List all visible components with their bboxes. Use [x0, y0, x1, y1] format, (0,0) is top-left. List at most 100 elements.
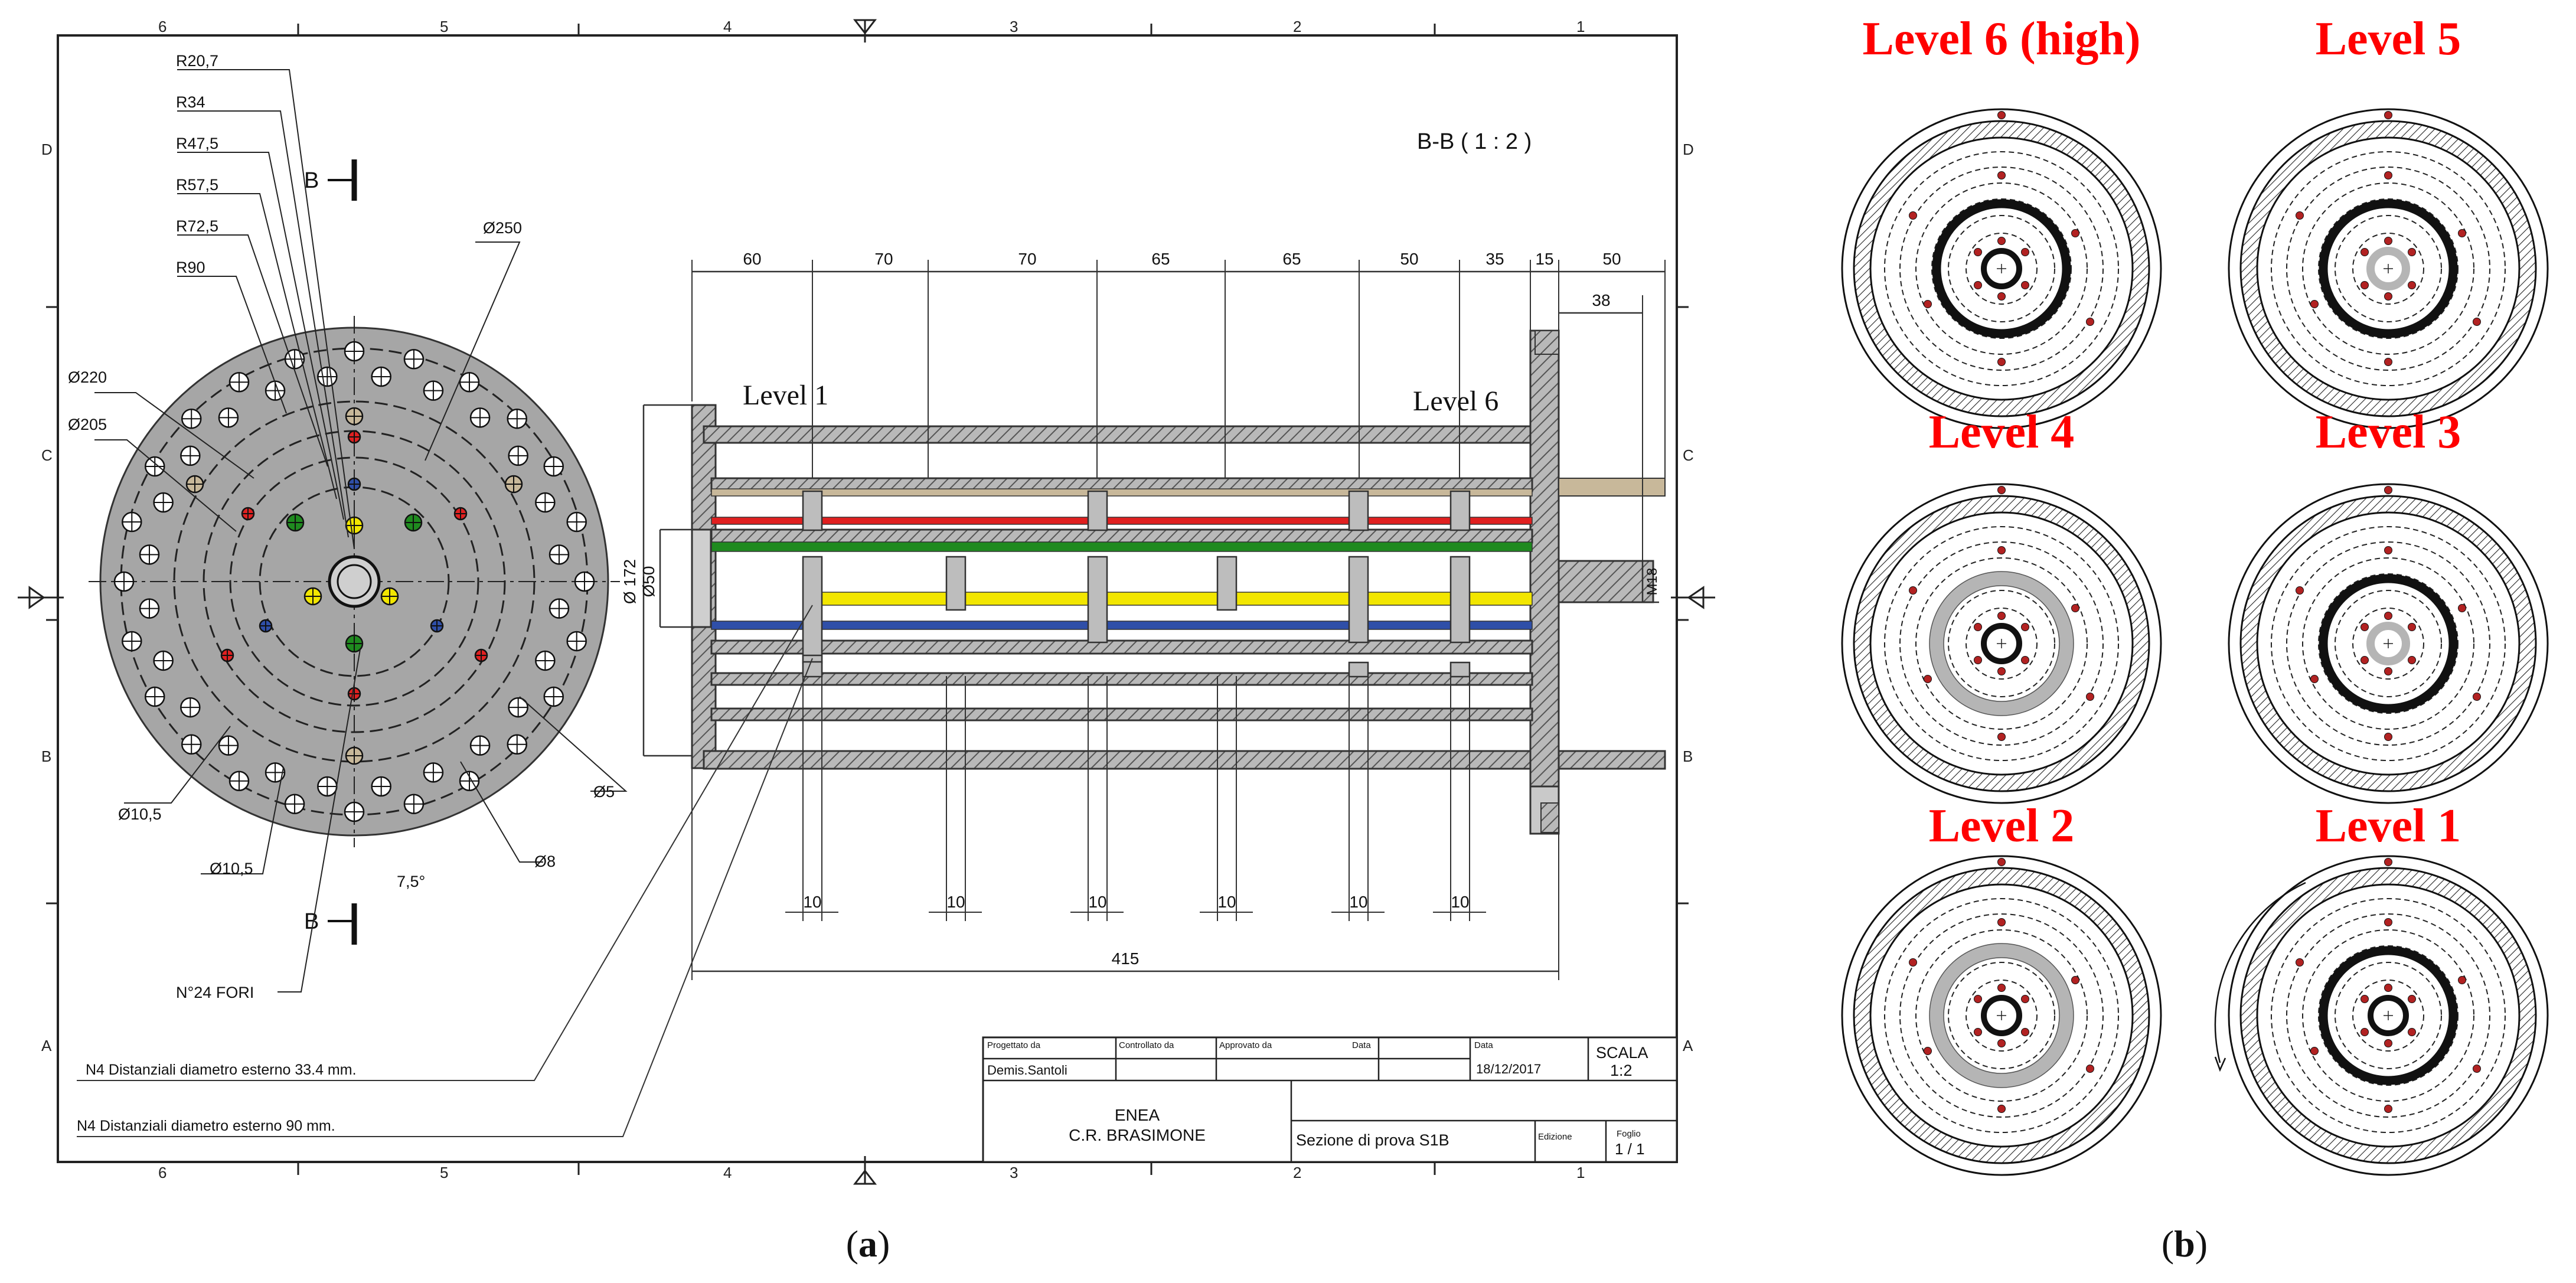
level-diagram-4: Level 4	[1841, 406, 2162, 804]
angle-label: 7,5°	[397, 873, 425, 890]
sheet-label: Foglio	[1617, 1129, 1641, 1139]
thermocouple-hole-6	[303, 587, 322, 606]
bolt-hole-24	[113, 571, 135, 592]
bolt-hole-14	[284, 794, 305, 814]
zone-row-right-2: B	[1683, 747, 1693, 765]
bolt-hole-46	[566, 511, 587, 533]
checked-by-label: Controllato da	[1119, 1040, 1174, 1050]
thermocouple-hole-15	[220, 648, 234, 662]
company-line-1: ENEA	[1115, 1106, 1160, 1124]
zone-col-bottom-3: 3	[1010, 1164, 1018, 1181]
radius-label-5: R90	[176, 259, 205, 276]
bolt-hole-47	[548, 544, 570, 565]
bolt-hole-7	[469, 735, 491, 756]
diameter-5-label: Ø5	[593, 783, 615, 801]
level-diagram-5: Level 5	[2228, 13, 2549, 429]
level-diagram-6: Level 6 (high)	[1841, 13, 2162, 429]
designer-name: Demis.Santoli	[987, 1063, 1067, 1078]
bolt-hole-1	[548, 598, 570, 619]
rod-level-4	[711, 541, 1533, 552]
approved-by-label: Approvato da	[1219, 1040, 1272, 1050]
zone-col-top-4: 2	[1293, 18, 1301, 35]
bolt-hole-42	[507, 408, 528, 429]
thermocouple-hole-12	[453, 507, 468, 521]
thermocouple-hole-3	[345, 516, 364, 535]
diameter-8-label: Ø8	[534, 853, 556, 870]
date-label-2: Data	[1474, 1040, 1493, 1050]
zone-col-top-3: 3	[1010, 18, 1018, 35]
level-6-label: Level 6	[1413, 386, 1498, 417]
top-dim-4: 65	[1282, 250, 1301, 268]
zone-col-top-1: 5	[440, 18, 448, 35]
level-diagram-3: Level 3	[2228, 406, 2549, 804]
rod-level-3	[821, 592, 1533, 606]
section-title: B-B ( 1 : 2 )	[1417, 129, 1532, 154]
rod-level-2	[711, 621, 1533, 630]
top-dim-5: 50	[1400, 250, 1418, 268]
designed-by-label: Progettato da	[987, 1040, 1041, 1050]
date-label-1: Data	[1352, 1040, 1371, 1050]
bolt-hole-26	[122, 511, 142, 533]
thermocouple-hole-13	[259, 619, 273, 633]
scale-label: SCALA	[1596, 1044, 1648, 1062]
thermocouple-hole-8	[345, 634, 364, 653]
bolt-hole-15	[265, 762, 286, 783]
bolt-hole-32	[228, 372, 250, 393]
bolt-hole-20	[145, 686, 165, 707]
level-title-1: Level 1	[2316, 800, 2461, 852]
zone-col-bottom-1: 5	[440, 1164, 448, 1181]
thread-m18-label: M18	[1644, 568, 1660, 596]
thermocouple-hole-18	[504, 475, 523, 494]
radius-label-4: R72,5	[176, 217, 218, 235]
side-section-view: 60 70 70 65 65 50 35 15 50 38 415 10 10 …	[77, 250, 1666, 1137]
radius-label-0: R20,7	[176, 52, 218, 70]
drawing-date: 18/12/2017	[1476, 1062, 1541, 1076]
radius-label-1: R34	[176, 93, 205, 111]
scale-value: 1:2	[1610, 1062, 1633, 1079]
spacer-dim-3: 10	[1217, 893, 1236, 911]
thermocouple-hole-11	[241, 507, 255, 521]
spacer-dim-2: 10	[1088, 893, 1106, 911]
zone-col-bottom-0: 6	[158, 1164, 166, 1181]
bolt-hole-10	[403, 794, 425, 814]
holes-count-label: N°24 FORI	[176, 984, 254, 1001]
sheet-number: 1 / 1	[1615, 1140, 1645, 1158]
title-block: Progettato da Controllato da Approvato d…	[982, 1036, 1678, 1163]
thermocouple-hole-10	[345, 746, 364, 765]
bolt-hole-4	[543, 686, 564, 707]
diameter-50-label: Ø50	[639, 566, 658, 598]
caption-a: (a)	[846, 1223, 890, 1265]
section-letter-top: B	[304, 168, 319, 193]
centring-marks	[18, 19, 1715, 1185]
section-cut-marker: B B	[304, 159, 357, 945]
thermocouple-hole-7	[380, 587, 399, 606]
thermocouple-hole-9	[347, 687, 361, 701]
top-dim-8: 50	[1602, 250, 1621, 268]
radius-label-2: R47,5	[176, 135, 218, 152]
zone-row-left-0: D	[41, 141, 53, 158]
thermocouple-hole-4	[286, 513, 305, 532]
bolt-hole-19	[180, 697, 201, 718]
thermocouple-hole-2	[347, 477, 361, 491]
level-1-label: Level 1	[743, 380, 828, 411]
radius-label-3: R57,5	[176, 176, 218, 194]
bolt-hole-11	[371, 776, 391, 797]
zone-col-top-5: 1	[1576, 18, 1585, 35]
dim-38: 38	[1592, 291, 1610, 309]
bolt-hole-31	[218, 407, 239, 428]
bolt-hole-17	[218, 735, 239, 756]
zone-col-top-0: 6	[158, 18, 166, 35]
top-dim-6: 35	[1485, 250, 1504, 268]
diameter-205-label: Ø205	[68, 416, 107, 433]
note-spacers-33: N4 Distanziali diametro esterno 33.4 mm.	[86, 1062, 357, 1078]
diameter-10-5-b-label: Ø10,5	[210, 860, 253, 877]
bolt-hole-41	[469, 407, 491, 428]
bolt-hole-43	[508, 445, 528, 466]
zone-row-right-0: D	[1683, 141, 1694, 158]
rod-level-6	[711, 488, 1533, 497]
bolt-hole-23	[139, 598, 160, 619]
thermocouple-hole-17	[185, 475, 204, 494]
spacer-dim-5: 10	[1451, 893, 1469, 911]
